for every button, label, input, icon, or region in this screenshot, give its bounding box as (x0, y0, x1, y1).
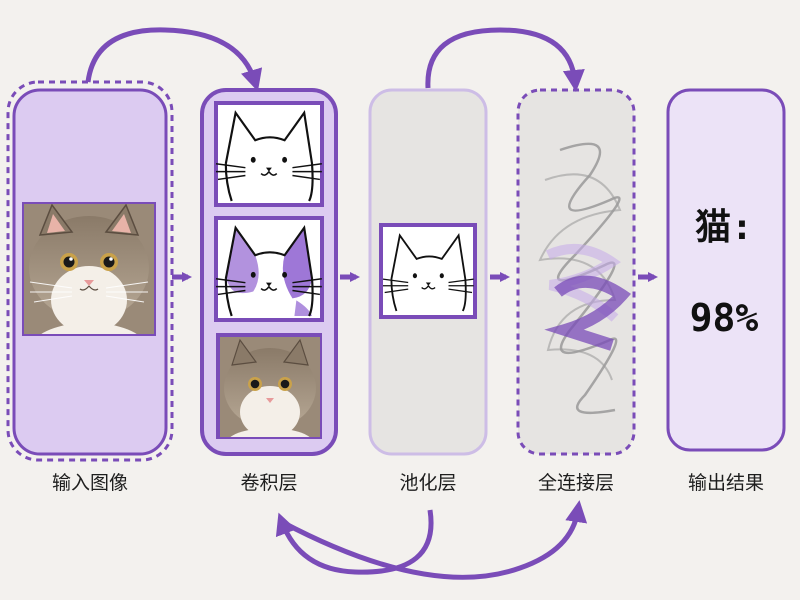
cat-photo-small-icon (220, 337, 320, 437)
stage-label-input: 输入图像 (51, 472, 128, 494)
curve-arrow-top-right (425, 27, 585, 92)
curve-arrow-top-left (85, 27, 263, 92)
result-class-label: 猫: (695, 207, 753, 248)
scribble-features-icon (538, 142, 632, 415)
feature-map-3 (216, 333, 322, 439)
cat-photo-icon (22, 202, 156, 336)
stage-label-conv: 卷积层 (240, 472, 298, 494)
pooled-map (379, 223, 477, 319)
stage-label-fc: 全连接层 (537, 472, 614, 494)
curve-arrow-bottom-right (280, 500, 588, 580)
curve-arrow-bottom-left (275, 509, 434, 575)
stage-label-pool: 池化层 (399, 472, 457, 494)
feature-map-1 (214, 101, 324, 207)
feature-map-2 (214, 216, 324, 322)
output-stage-panel (666, 88, 786, 452)
cat-sketch-purple-icon (214, 226, 323, 318)
curved-arrows (85, 27, 588, 580)
stage-label-output: 输出结果 (687, 472, 764, 494)
result-confidence: 98% (689, 296, 759, 340)
